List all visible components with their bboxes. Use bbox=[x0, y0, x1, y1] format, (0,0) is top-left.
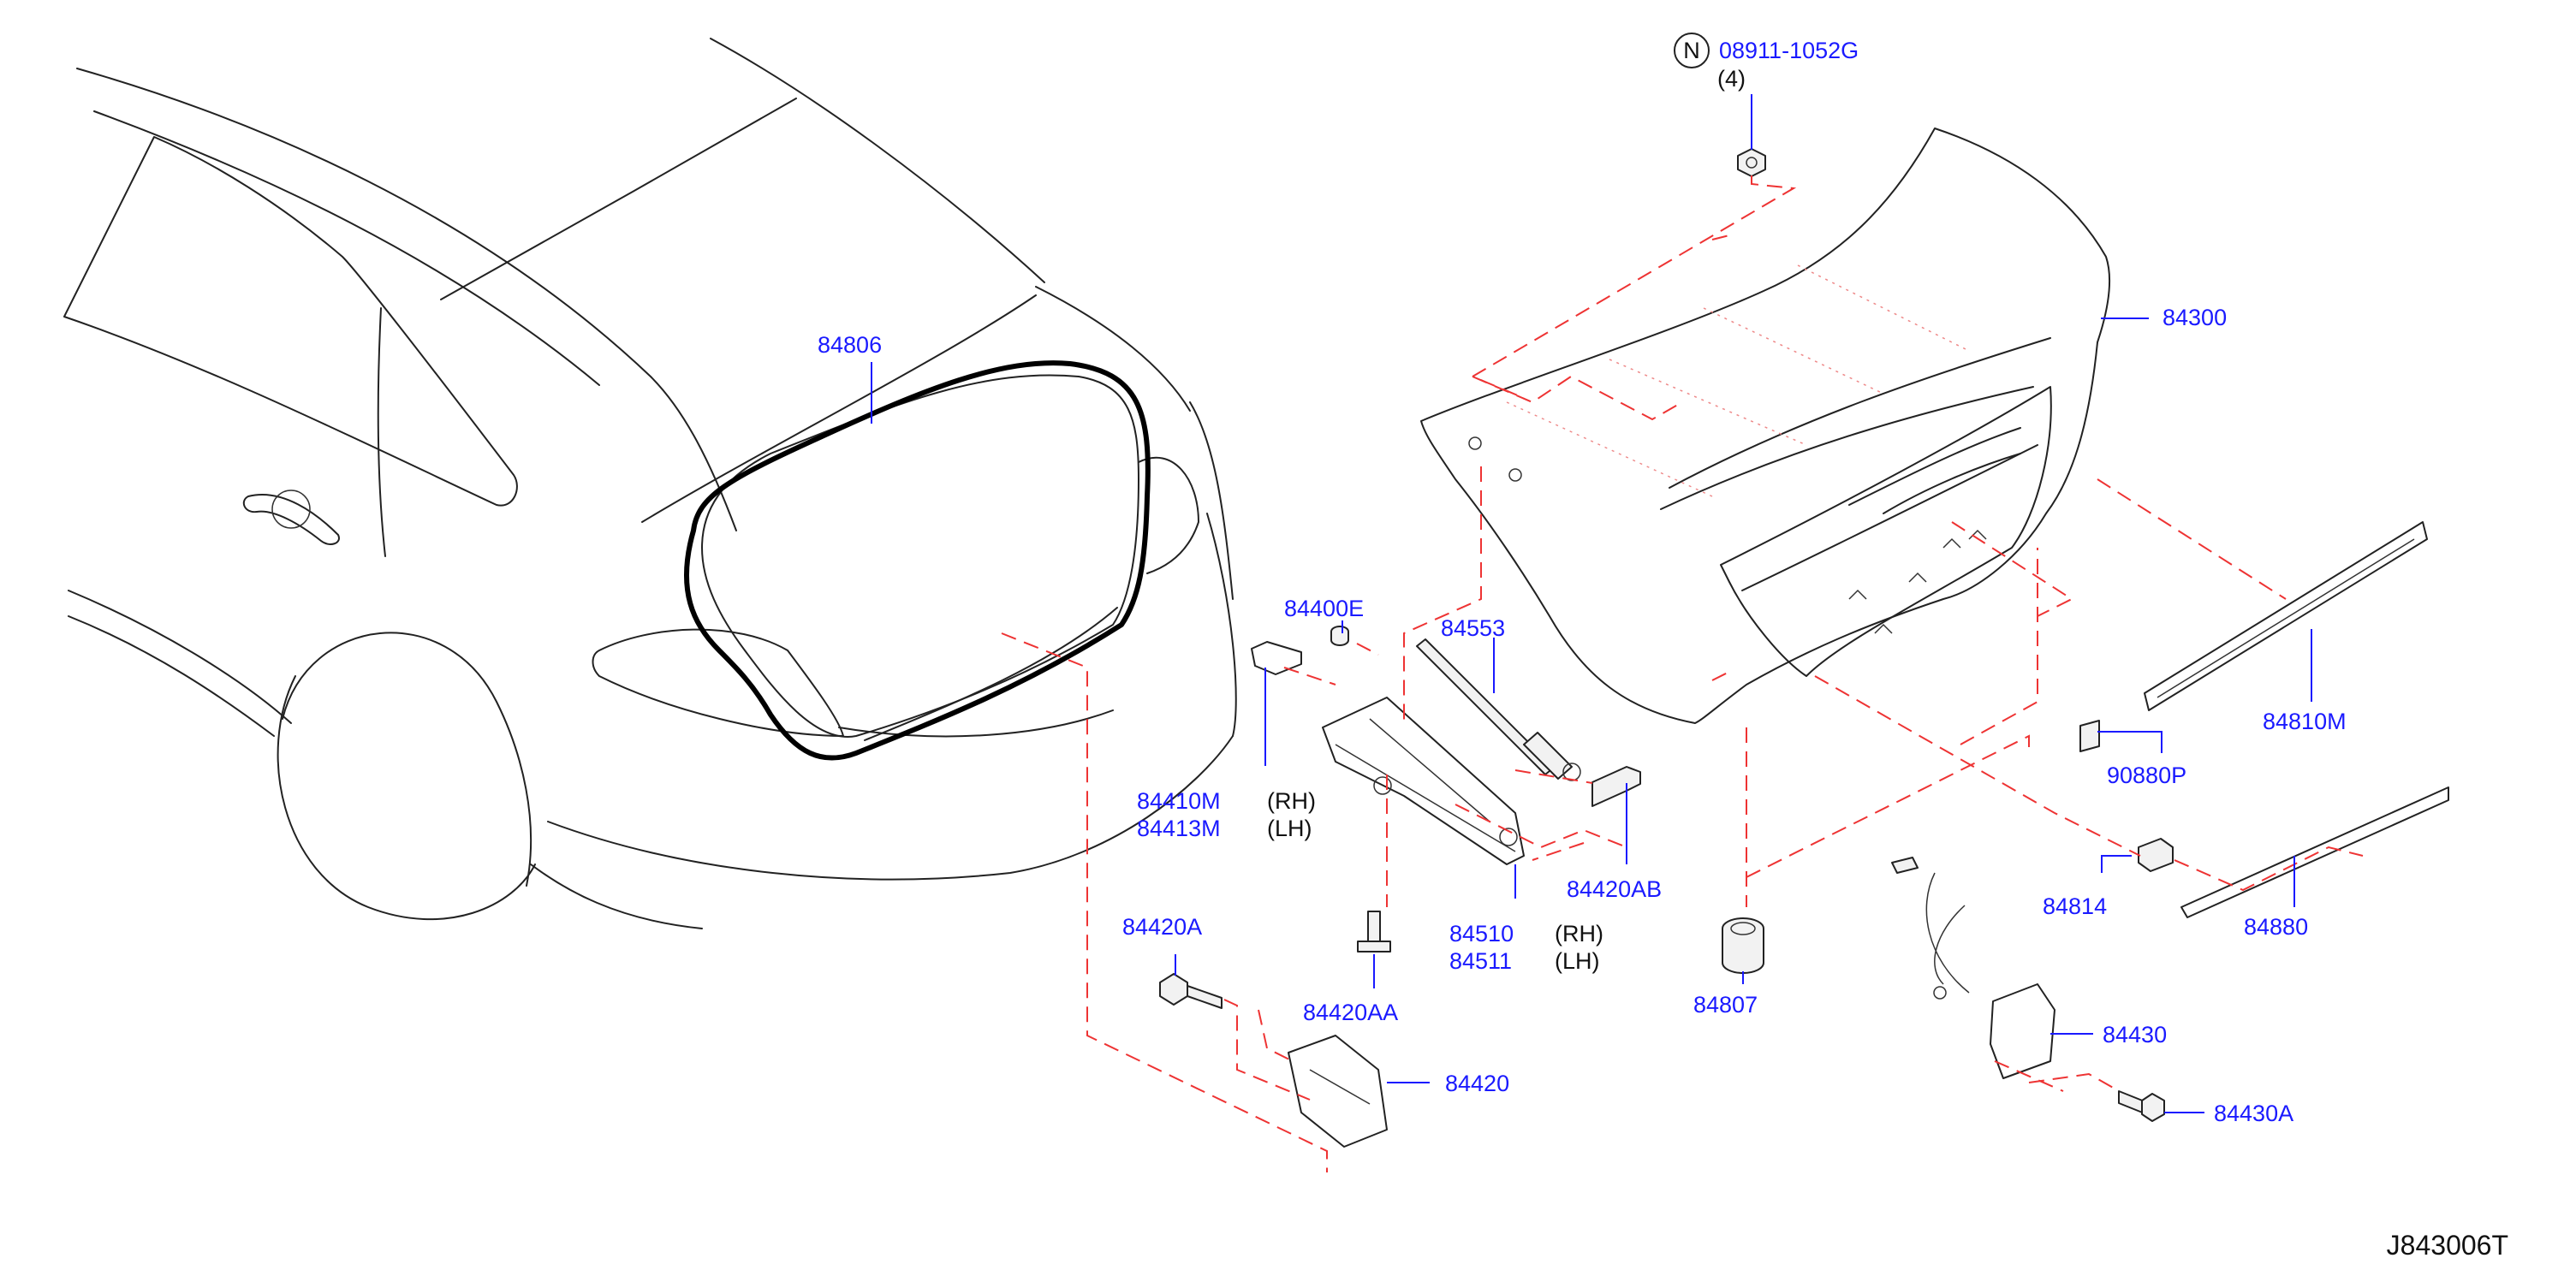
label-90880P[interactable]: 90880P bbox=[2107, 763, 2186, 788]
trunk-weatherstrip bbox=[684, 360, 1151, 761]
label-84810M[interactable]: 84810M bbox=[2263, 709, 2347, 734]
label-84511[interactable]: 84511 bbox=[1449, 948, 1512, 974]
label-84420AB[interactable]: 84420AB bbox=[1567, 876, 1662, 902]
nut-drawing bbox=[1737, 148, 1766, 177]
label-84420[interactable]: 84420 bbox=[1445, 1071, 1509, 1096]
label-84420A[interactable]: 84420A bbox=[1122, 914, 1202, 940]
label-84510[interactable]: 84510 bbox=[1449, 921, 1514, 947]
side-84511: (LH) bbox=[1555, 948, 1600, 974]
label-84430[interactable]: 84430 bbox=[2103, 1022, 2167, 1047]
label-08911-1052G[interactable]: 08911-1052G bbox=[1719, 38, 1859, 63]
label-84410M[interactable]: 84410M bbox=[1137, 788, 1221, 814]
label-84420AA[interactable]: 84420AA bbox=[1303, 1000, 1398, 1025]
label-84430A[interactable]: 84430A bbox=[2214, 1101, 2293, 1126]
diagram-reference-code: J843006T bbox=[2387, 1230, 2508, 1261]
side-84413M: (LH) bbox=[1267, 816, 1312, 841]
leader-lines bbox=[871, 94, 2312, 1113]
side-84510: (RH) bbox=[1555, 921, 1603, 947]
qty-08911-1052G: (4) bbox=[1717, 66, 1746, 92]
lock-drawing bbox=[1990, 983, 2055, 1079]
label-84400E[interactable]: 84400E bbox=[1284, 596, 1364, 621]
label-84806[interactable]: 84806 bbox=[818, 332, 882, 358]
trunk-lid-drawing bbox=[1420, 128, 2111, 724]
label-84300[interactable]: 84300 bbox=[2163, 305, 2227, 330]
n-symbol: N bbox=[1683, 38, 1700, 63]
label-84814[interactable]: 84814 bbox=[2043, 893, 2107, 919]
label-84880[interactable]: 84880 bbox=[2244, 914, 2308, 940]
n-symbol-circle bbox=[1674, 33, 1710, 68]
parts-drawings bbox=[1159, 148, 2449, 1148]
assembly-guide-lines bbox=[1001, 175, 2364, 1172]
car-body-drawing bbox=[63, 38, 1237, 929]
hinge-drawing bbox=[1322, 697, 1525, 865]
part-labels: N 08911-1052G (4) 84300 84806 84400E 845… bbox=[818, 33, 2508, 1261]
label-84413M[interactable]: 84413M bbox=[1137, 816, 1221, 841]
side-84410M: (RH) bbox=[1267, 788, 1316, 814]
label-84553[interactable]: 84553 bbox=[1441, 615, 1505, 641]
label-84807[interactable]: 84807 bbox=[1693, 992, 1758, 1018]
